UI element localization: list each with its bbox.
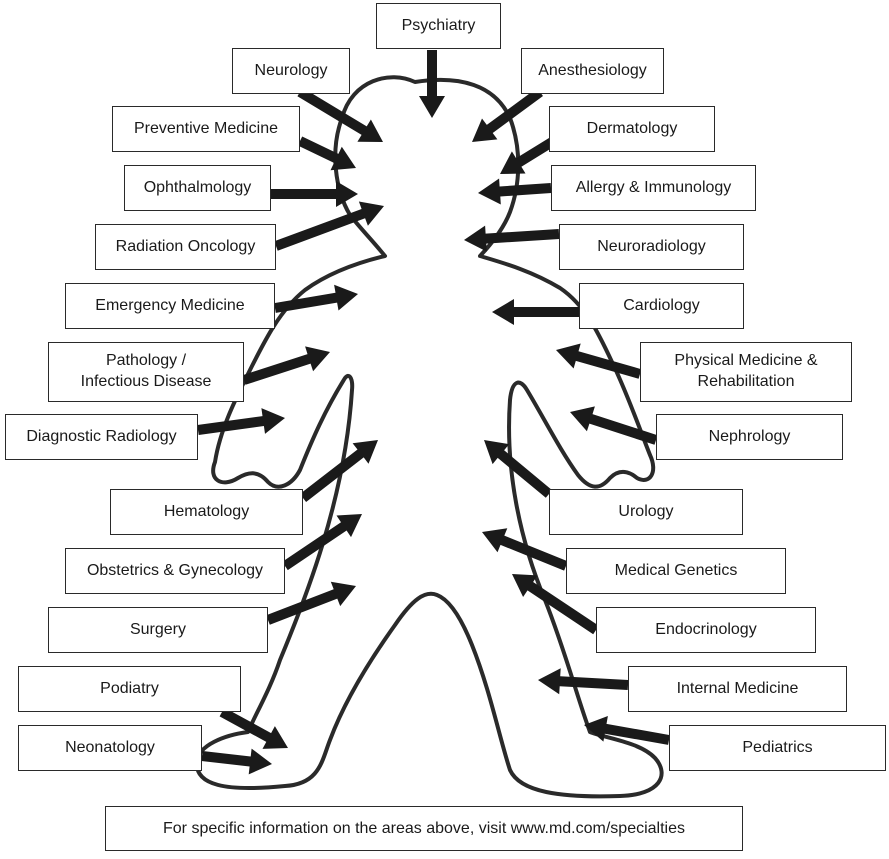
label-ophthalmology: Ophthalmology [124,165,271,211]
label-pediatrics: Pediatrics [669,725,886,771]
label-urology: Urology [549,489,743,535]
arrow-cardiology [492,299,579,325]
label-podiatry: Podiatry [18,666,241,712]
arrow-neuroradiology [464,226,559,252]
arrow-physical-medicine-rehabilitation [556,344,641,379]
arrow-urology [484,440,552,498]
label-anesthesiology: Anesthesiology [521,48,664,94]
label-neurology: Neurology [232,48,350,94]
arrow-internal-medicine [538,668,628,694]
label-hematology: Hematology [110,489,303,535]
arrow-hematology [300,440,378,502]
arrow-emergency-medicine [274,285,358,313]
label-psychiatry: Psychiatry [376,3,501,49]
label-neuroradiology: Neuroradiology [559,224,744,270]
label-dermatology: Dermatology [549,106,715,152]
label-obstetrics-gynecology: Obstetrics & Gynecology [65,548,285,594]
label-cardiology: Cardiology [579,283,744,329]
label-radiation-oncology: Radiation Oncology [95,224,276,270]
arrow-anesthesiology [472,88,543,142]
label-preventive-medicine: Preventive Medicine [112,106,300,152]
label-physical-medicine-rehabilitation: Physical Medicine & Rehabilitation [640,342,852,402]
label-nephrology: Nephrology [656,414,843,460]
arrow-pediatrics [584,716,670,745]
arrow-dermatology [500,138,555,174]
label-internal-medicine: Internal Medicine [628,666,847,712]
arrow-pathology-infectious-disease [243,346,331,384]
arrow-psychiatry [419,50,445,118]
label-emergency-medicine: Emergency Medicine [65,283,275,329]
arrow-neurology [297,88,383,142]
label-medical-genetics: Medical Genetics [566,548,786,594]
arrow-neonatology [201,749,272,775]
label-endocrinology: Endocrinology [596,607,816,653]
arrow-nephrology [570,406,658,444]
footer-note: For specific information on the areas ab… [105,806,743,851]
arrow-diagnostic-radiology [197,408,285,435]
label-diagnostic-radiology: Diagnostic Radiology [5,414,198,460]
label-neonatology: Neonatology [18,725,202,771]
arrow-radiation-oncology [274,202,384,251]
label-pathology-infectious-disease: Pathology / Infectious Disease [48,342,244,402]
label-allergy-immunology: Allergy & Immunology [551,165,756,211]
label-surgery: Surgery [48,607,268,653]
arrow-podiatry [220,708,288,749]
arrow-preventive-medicine [298,137,356,171]
